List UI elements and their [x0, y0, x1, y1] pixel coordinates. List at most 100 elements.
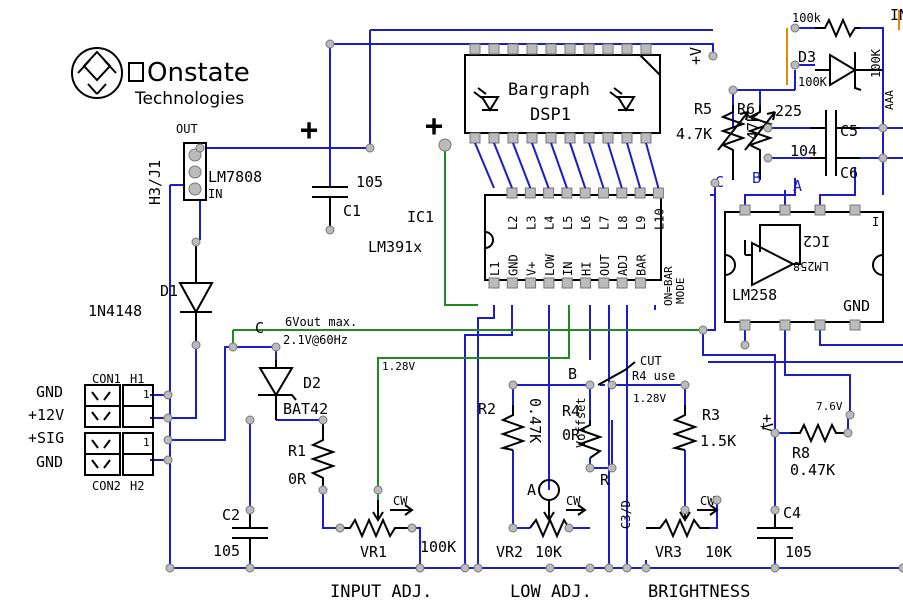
junction-dot — [564, 523, 574, 533]
r2-ref: R2 — [478, 400, 496, 418]
r6-ref: R6 — [737, 100, 755, 118]
con1-label: CON1 — [92, 372, 121, 386]
junction-dot — [508, 380, 518, 390]
junction-dot — [845, 410, 855, 420]
c5-ref: C5 — [840, 122, 858, 140]
display-link — [569, 142, 587, 189]
ic1-bottom-pin — [616, 277, 628, 289]
junction-dot — [790, 23, 800, 33]
r5-value: 4.7K — [676, 125, 712, 143]
vr3-value: 10K — [705, 543, 732, 561]
input-adj-label: INPUT ADJ. — [330, 582, 432, 602]
voffset-label: Voffset — [574, 397, 588, 448]
ic1-bottom-pin-label: BAR — [634, 254, 648, 276]
regulator-out-label: OUT — [176, 122, 198, 136]
ic1-top-pin-label: L2 — [506, 216, 520, 230]
c2-ref: C2 — [222, 506, 240, 524]
lm7808-regulator — [183, 142, 207, 201]
ic1-top-pin-label: L5 — [561, 216, 575, 230]
plus-v-c4-label: +V — [758, 414, 776, 432]
display-top-pin — [469, 43, 481, 55]
right-top-label: AAA — [883, 90, 896, 110]
r4-use-label: R4 use — [632, 369, 675, 383]
h2-label: H2 — [130, 479, 144, 493]
resistor-r1 — [309, 420, 337, 490]
junction-dot — [545, 563, 555, 573]
c5-value: 225 — [775, 102, 802, 120]
ic1-top-pin — [579, 187, 591, 199]
display-links — [474, 142, 660, 189]
display-top-pin — [507, 43, 519, 55]
junction-dot — [195, 143, 205, 153]
display-top-pin — [583, 43, 595, 55]
ic1-top-pin — [561, 187, 573, 199]
label-c-blue: C — [715, 173, 724, 191]
vr3-ref: VR3 — [655, 543, 682, 561]
r5-ref: R5 — [694, 100, 712, 118]
ic1-top-pin — [616, 187, 628, 199]
ic1-top-pin — [506, 187, 518, 199]
ic1-bottom-pin-label: V+ — [525, 262, 539, 276]
r4-ref: R4 — [562, 402, 580, 420]
junction-dot — [365, 143, 375, 153]
resistor-r8 — [790, 422, 848, 444]
r2-value: 0.47K — [526, 398, 544, 443]
ic1-bottom-pin — [525, 277, 537, 289]
ic2-bottom-pin — [739, 319, 751, 331]
junction-dot — [898, 563, 903, 573]
c3-pin-label: R — [600, 471, 610, 489]
d1-ref: D1 — [160, 282, 178, 300]
display-top-pin — [640, 43, 652, 55]
r1-value: 0R — [288, 470, 307, 488]
d2-ref: D2 — [303, 374, 321, 392]
low-adj-label: LOW ADJ. — [510, 582, 592, 602]
display-top-pin — [564, 43, 576, 55]
junction-dot — [790, 60, 800, 70]
display-bottom-pin — [621, 132, 633, 144]
ic2-top-pin — [814, 204, 826, 216]
plus-marker-ic1: + — [425, 109, 443, 144]
junction-dot — [373, 485, 383, 495]
display-bottom-pin — [564, 132, 576, 144]
c3-ref: C3/D — [619, 500, 633, 529]
display-link — [531, 142, 550, 189]
ic1-top-pin-label: L8 — [616, 216, 630, 230]
onstate-logo-icon — [71, 47, 144, 99]
potentiometer-vr1 — [340, 500, 414, 539]
junction-dot — [415, 563, 425, 573]
diode-d2 — [258, 360, 297, 420]
vr2-ref: VR2 — [496, 543, 523, 561]
voltage-128-label-a: 1.28V — [382, 360, 415, 373]
display-ref: DSP1 — [530, 105, 571, 125]
bargraph-display-dsp1 — [464, 54, 661, 134]
display-link — [588, 142, 605, 189]
display-bottom-pin — [526, 132, 538, 144]
d3-ref: D3 — [798, 48, 816, 66]
ic2-top-pin — [849, 204, 861, 216]
ic2-bottom-pin — [849, 319, 861, 331]
vr1-ref: VR1 — [360, 543, 387, 561]
logo-name: Onstate — [147, 58, 250, 88]
ic1-top-pin-label: L4 — [543, 216, 557, 230]
ic1-bottom-pin-label: ADJ — [616, 254, 630, 276]
ic1-bottom-pin-label: GND — [506, 254, 520, 276]
vr2-value: 10K — [535, 543, 562, 561]
ic1-top-pin — [634, 187, 646, 199]
capacitor-c6 — [810, 140, 860, 176]
node-c-label: C — [255, 319, 264, 337]
display-bottom-pin — [488, 132, 500, 144]
ic1-bottom-pin-label: HI — [580, 262, 594, 276]
node-b-label: B — [568, 365, 577, 383]
c6-value: 104 — [790, 142, 817, 160]
ic1-lm391x — [484, 194, 662, 281]
r3-value: 1.5K — [700, 432, 736, 450]
junction-dot — [271, 342, 281, 352]
junction-dot — [165, 563, 175, 573]
junction-dot — [325, 39, 335, 49]
junction-dot — [607, 380, 617, 390]
cut-label: CUT — [640, 354, 662, 368]
junction-dot — [770, 505, 780, 515]
junction-dot — [878, 123, 888, 133]
junction-dot — [740, 340, 750, 350]
